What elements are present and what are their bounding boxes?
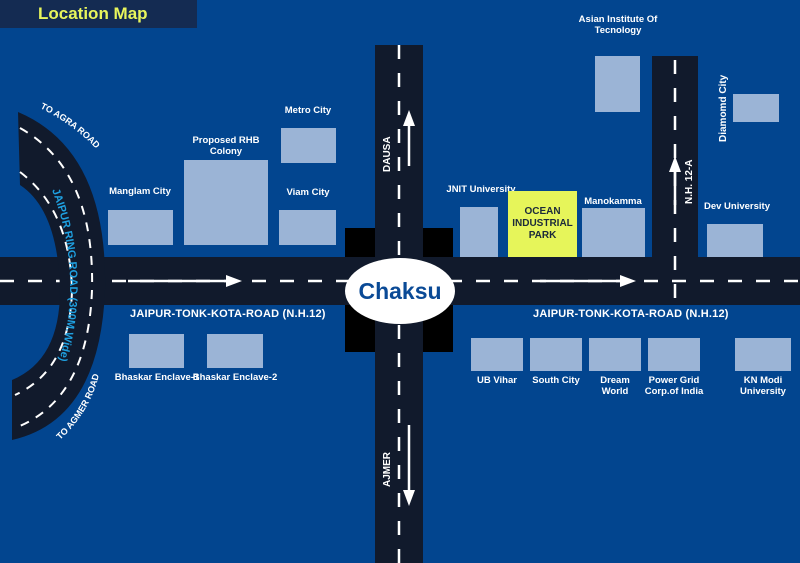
plot-metro — [281, 128, 336, 163]
label-knmodi: KN Modi University — [740, 375, 786, 397]
label-bhaskar2: Bhaskar Enclave-2 — [192, 372, 278, 383]
map-title: Location Map — [0, 0, 197, 28]
plot-south — [530, 338, 582, 371]
plot-asian — [595, 56, 640, 112]
label-powergrid: Power Grid Corp.of India — [644, 375, 704, 397]
label-dev: Dev University — [703, 201, 770, 212]
label-manokamma: Manokamma — [584, 196, 642, 207]
plot-manokamma — [582, 208, 645, 257]
plot-dev — [707, 224, 763, 257]
label-nh12-left: JAIPUR-TONK-KOTA-ROAD (N.H.12) — [130, 308, 326, 320]
label-south: South City — [532, 375, 580, 386]
plot-viam — [279, 210, 336, 245]
plot-manglam — [108, 210, 173, 245]
ocean-industrial-park: OCEAN INDUSTRIAL PARK — [508, 191, 577, 257]
plot-rhb — [184, 160, 268, 245]
direction-arrows — [128, 110, 681, 506]
ring-road — [12, 112, 106, 440]
label-manglam: Manglam City — [109, 186, 171, 197]
label-viam: Viam City — [286, 187, 330, 198]
plot-jnit — [460, 207, 498, 257]
label-metro: Metro City — [284, 105, 332, 116]
label-bhaskar1: Bhaskar Enclave-1 — [114, 372, 200, 383]
plot-bhaskar1 — [129, 334, 184, 368]
plot-powergrid — [648, 338, 700, 371]
label-ajmer: AJMER — [382, 451, 393, 487]
label-nh12a: N.H. 12-A — [684, 159, 695, 204]
label-diamond: Diamomd City — [718, 74, 729, 142]
label-ub: UB Vihar — [477, 375, 517, 386]
plot-ub — [471, 338, 523, 371]
label-rhb: Proposed RHB Colony — [192, 135, 260, 157]
label-jnit: JNIT University — [446, 184, 516, 195]
plot-diamond — [733, 94, 779, 122]
plot-bhaskar2 — [207, 334, 263, 368]
plot-knmodi — [735, 338, 791, 371]
label-asian: Asian Institute Of Tecnology — [578, 14, 658, 36]
label-dream: Dream World — [600, 375, 630, 397]
label-dausa: DAUSA — [382, 136, 393, 172]
label-nh12-right: JAIPUR-TONK-KOTA-ROAD (N.H.12) — [533, 308, 729, 320]
chaksu-marker: Chaksu — [345, 258, 455, 324]
plot-dream — [589, 338, 641, 371]
